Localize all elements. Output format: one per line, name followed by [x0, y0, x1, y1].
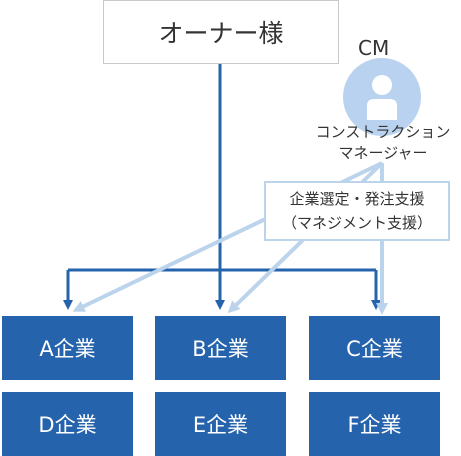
- company-c-box: C企業: [309, 316, 440, 380]
- company-e-box: E企業: [155, 392, 286, 456]
- company-a-box: A企業: [2, 316, 133, 380]
- company-f-box: F企業: [309, 392, 440, 456]
- cm-label: CM: [358, 36, 390, 60]
- company-b-box: B企業: [155, 316, 286, 380]
- support-line1: 企業選定・発注支援: [289, 190, 425, 208]
- company-f-label: F企業: [347, 413, 402, 437]
- company-c-label: C企業: [346, 337, 403, 361]
- company-e-label: E企業: [192, 413, 249, 437]
- company-b-label: B企業: [192, 337, 249, 361]
- support-line2: （マネジメント支援）: [281, 214, 432, 232]
- cm-avatar-icon: [343, 58, 421, 136]
- cm-title-line2: マネージャー: [338, 144, 428, 162]
- company-d-label: D企業: [38, 413, 97, 437]
- cm-title: コンストラクション マネージャー: [300, 122, 461, 164]
- company-d-box: D企業: [2, 392, 133, 456]
- support-box: 企業選定・発注支援 （マネジメント支援）: [264, 181, 450, 241]
- company-a-label: A企業: [39, 337, 96, 361]
- cm-title-line1: コンストラクション: [315, 123, 451, 141]
- owner-box: オーナー様: [103, 0, 339, 64]
- owner-label: オーナー様: [158, 19, 284, 48]
